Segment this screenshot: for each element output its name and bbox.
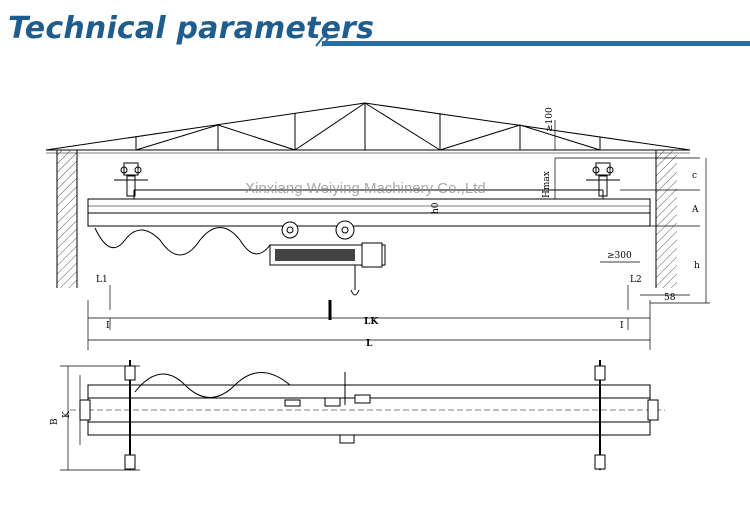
electric-hoist (269, 220, 386, 296)
watermark: Xinxiang Weiying Machinery Co.,Ltd (245, 180, 486, 197)
label-k: K (62, 411, 72, 418)
label-lk: LK (364, 317, 379, 327)
left-hanger (114, 162, 148, 197)
label-i-left: I (106, 321, 110, 331)
label-gt300: ≥300 (607, 251, 632, 261)
plan-view (60, 360, 665, 471)
label-l2: L2 (630, 275, 642, 285)
label-hmax: Hmax (542, 171, 552, 198)
label-gt100: ≥100 (545, 107, 555, 132)
dimensions (87, 120, 710, 350)
label-a: A (691, 205, 699, 215)
label-h0: h0 (431, 202, 441, 214)
festoon-cable (94, 227, 271, 256)
label-c: c (692, 171, 697, 181)
roof-truss (45, 102, 691, 154)
right-hanger (586, 162, 620, 197)
elevation-view (45, 102, 710, 350)
section-header: Technical parameters (0, 0, 750, 56)
section-title: Technical parameters (8, 11, 375, 46)
left-wall (56, 150, 78, 288)
label-b: B (50, 418, 60, 425)
main-girder (87, 189, 651, 227)
title-underline (322, 41, 750, 46)
label-58: 58 (664, 293, 676, 303)
label-l: L (366, 339, 373, 349)
label-i-right: I (620, 321, 624, 331)
label-h: h (694, 261, 700, 271)
label-l1: L1 (96, 275, 108, 285)
right-wall (655, 150, 677, 288)
